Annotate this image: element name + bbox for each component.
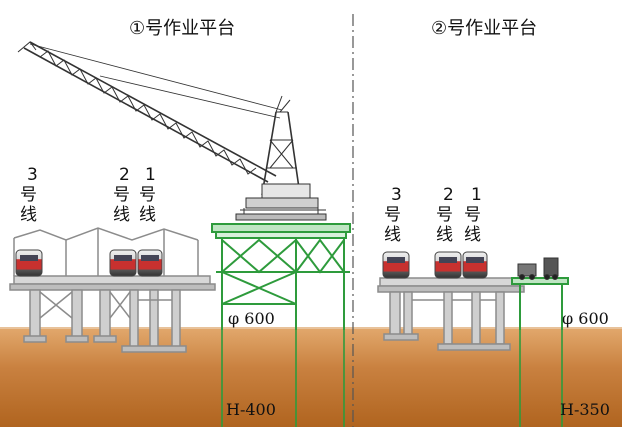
svg-text:号: 号 [436, 205, 453, 225]
construction-vehicles [517, 257, 559, 280]
svg-text:号: 号 [464, 205, 481, 225]
steel-piles-platform-2 [519, 330, 563, 427]
left-track-label-1: 1 号 线 [139, 165, 156, 225]
steel-piles-platform-1 [221, 330, 345, 427]
svg-text:2: 2 [443, 185, 454, 205]
steel-trestle-platform-2 [511, 277, 569, 330]
right-track-label-3: 3 号 线 [384, 185, 402, 245]
right-track-label-2: 2 号 线 [436, 185, 454, 245]
svg-text:3: 3 [27, 165, 38, 185]
svg-text:线: 线 [384, 225, 401, 245]
left-track-label-2: 2 号 线 [113, 165, 130, 225]
svg-text:线: 线 [464, 225, 481, 245]
pile-diameter-label-1: φ 600 [228, 309, 275, 328]
svg-text:2: 2 [119, 165, 130, 185]
svg-text:线: 线 [139, 205, 156, 225]
platform-2-title: ②号作业平台 [431, 18, 537, 39]
steel-trestle-platform-1 [211, 223, 351, 330]
pile-type-label-2: H-350 [560, 400, 610, 419]
train-right-line-1 [462, 251, 488, 279]
svg-text:线: 线 [113, 205, 130, 225]
svg-text:1: 1 [145, 165, 156, 185]
svg-text:号: 号 [384, 205, 401, 225]
pile-type-label-1: H-400 [226, 400, 276, 419]
left-station-structure [9, 227, 216, 353]
soil-layer [0, 328, 622, 427]
train-left-line-3 [15, 249, 43, 277]
pile-diameter-label-2: φ 600 [562, 309, 609, 328]
train-left-line-2 [109, 249, 137, 277]
right-track-label-1: 1 号 线 [464, 185, 482, 245]
svg-text:号: 号 [20, 185, 37, 205]
svg-text:1: 1 [471, 185, 482, 205]
svg-text:线: 线 [20, 205, 37, 225]
train-right-line-2 [434, 251, 462, 279]
svg-text:3: 3 [391, 185, 402, 205]
left-track-label-3: 3 号 线 [20, 165, 38, 225]
platform-1-title: ①号作业平台 [129, 18, 235, 39]
train-left-line-1 [137, 249, 163, 277]
svg-text:线: 线 [436, 225, 453, 245]
svg-text:号: 号 [139, 185, 156, 205]
right-station-structure [377, 277, 525, 351]
tower-crane [17, 41, 327, 221]
train-right-line-3 [382, 251, 410, 279]
svg-text:号: 号 [113, 185, 130, 205]
